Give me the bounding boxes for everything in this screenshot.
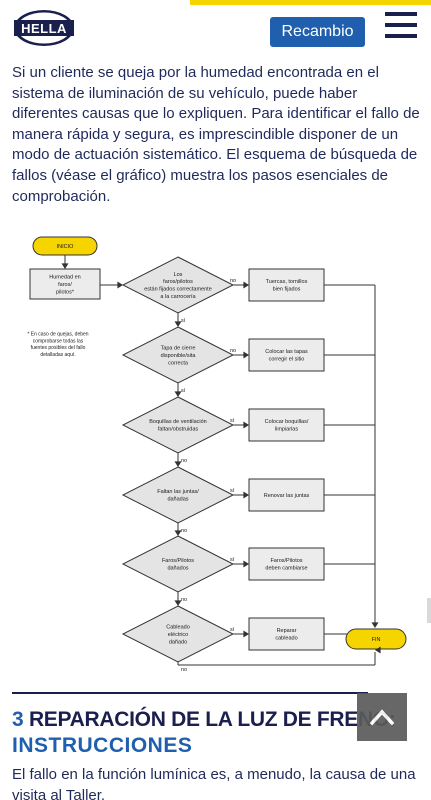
arrowhead [174,600,182,606]
arrowhead [243,560,249,568]
body-paragraph: El fallo en la función lumínica es, a me… [12,766,416,800]
next-label: no [181,528,187,534]
section-divider [12,692,368,694]
arrowhead [174,530,182,536]
intro-paragraph: Si un cliente se queja por la humedad en… [12,64,420,205]
branch-label: sí [230,488,235,494]
scroll-to-top-button[interactable] [357,693,407,741]
brand-strip [190,0,431,5]
arrowhead [174,461,182,467]
next-label: no [181,667,187,673]
symptom-box [29,268,101,300]
arrowhead [61,263,69,269]
arrowhead [375,646,381,654]
action-box [248,338,325,372]
next-label: sí [181,388,186,394]
recambio-button[interactable]: Recambio [270,17,365,47]
branch-label: sí [230,418,235,424]
arrowhead [174,321,182,327]
next-label: no [181,458,187,464]
end-terminal [345,628,407,650]
hamburger-icon[interactable] [385,12,417,42]
action-box [248,408,325,442]
next-label: sí [181,318,186,324]
action-label: Renovar las juntas [264,493,310,499]
hella-logo[interactable]: HELLA [12,8,76,48]
chevron-up-icon [370,709,394,726]
arrowhead [243,351,249,359]
site-header: HELLA Recambio [0,0,431,56]
branch-label: sí [230,627,235,633]
arrowhead [117,281,123,289]
decision-label: Faltan las juntas/dañadas [157,489,199,502]
section-title: REPARACIÓN DE LA LUZ DE FRENO: [28,708,396,731]
svg-text:HELLA: HELLA [21,21,67,36]
section-heading: 3 REPARACIÓN DE LA LUZ DE FRENO: INSTRUC… [12,708,431,758]
arrowhead [243,630,249,638]
action-label: Colocar boquillas/limpiarlas [265,419,309,432]
arrowhead [371,622,379,628]
arrowhead [174,391,182,397]
arrowhead [243,421,249,429]
branch-label: no [230,278,236,284]
arrowhead [243,281,249,289]
end-label: FIN [372,637,381,643]
next-label: no [181,597,187,603]
branch-label: no [230,348,236,354]
section-number: 3 [12,708,24,731]
arrowhead [243,491,249,499]
section-subtitle: INSTRUCCIONES [12,734,193,757]
start-label: INICIO [57,244,75,250]
action-box [248,478,325,512]
scroll-edge-tab[interactable] [427,598,431,623]
branch-label: sí [230,557,235,563]
